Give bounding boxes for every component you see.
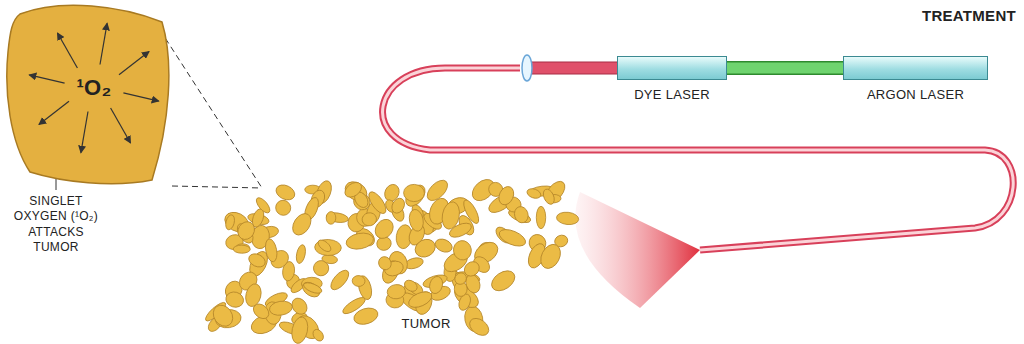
- tumor-cell: [402, 278, 419, 294]
- tumor-cell: [440, 200, 462, 230]
- radiating-arrow: [123, 93, 158, 101]
- tumor-cell: [412, 236, 438, 260]
- radiating-arrow: [119, 52, 149, 75]
- tumor-cell: [488, 267, 519, 295]
- radiating-arrow: [81, 112, 88, 153]
- callout-label: SINGLET OXYGEN (¹O₂) ATTACKS TUMOR: [6, 194, 106, 255]
- tumor-cell: [273, 197, 294, 218]
- tumor-cell: [526, 187, 542, 200]
- tumor-cell: [243, 282, 263, 308]
- tumor-cell: [326, 211, 336, 224]
- tumor-cell: [326, 211, 349, 224]
- tumor-cell: [345, 231, 375, 251]
- tumor-cell: [328, 267, 352, 292]
- argon-laser-box: ARGON LASER: [843, 56, 988, 80]
- dye-laser-box: DYE LASER: [617, 56, 727, 80]
- zoom-line: [160, 30, 262, 188]
- tumor-cell: [461, 198, 482, 226]
- optical-fiber: [383, 68, 1014, 250]
- cell-shape: [7, 5, 169, 183]
- tumor-cell: [247, 251, 268, 269]
- zoom-line: [172, 186, 262, 188]
- tumor-cell: [224, 214, 236, 231]
- tumor-cell: [264, 238, 279, 263]
- tumor-cells: [203, 175, 579, 344]
- optical-fiber-core: [383, 68, 1014, 250]
- section-title: TREATMENT: [880, 6, 1016, 25]
- tumor-cell: [556, 211, 579, 225]
- tumor-cell: [452, 270, 468, 286]
- tumor-cell: [541, 187, 556, 206]
- tumor-cell: [352, 305, 380, 327]
- tumor-cell: [536, 206, 545, 228]
- radiating-arrow: [39, 101, 69, 124]
- tumor-cell: [316, 238, 333, 254]
- tumor-cell: [376, 254, 394, 272]
- tumor-cell: [235, 219, 258, 243]
- molecule-label: ¹O₂: [76, 75, 111, 101]
- tumor-cell: [497, 226, 528, 249]
- tumor-cell: [361, 211, 378, 227]
- laser-label: ARGON LASER: [867, 87, 964, 102]
- laser-label: DYE LASER: [634, 87, 710, 102]
- tumor-cell: [233, 245, 250, 253]
- tumor-cell: [428, 275, 445, 295]
- lens: [522, 55, 532, 81]
- tumor-cell: [311, 327, 326, 342]
- red-beam: [530, 62, 620, 74]
- radiating-arrow: [29, 75, 64, 83]
- tumor-cell: [452, 239, 473, 261]
- tumor-cell: [366, 189, 389, 216]
- tumor-cell: [403, 184, 424, 202]
- tumor-cell: [290, 316, 310, 344]
- radiating-arrow: [100, 23, 107, 64]
- tumor-cell: [433, 237, 454, 255]
- beam-edge: [727, 61, 843, 75]
- light-cone: [575, 192, 700, 308]
- tumor-cell: [352, 275, 366, 287]
- tumor-cell: [224, 290, 245, 309]
- tumor-cell: [408, 208, 426, 232]
- tumor-cell: [387, 284, 407, 300]
- tumor-cell: [389, 196, 407, 215]
- tumor-cell: [302, 281, 323, 296]
- tumor-cell: [295, 244, 307, 264]
- tumor-cell-closeup: ¹O₂: [2, 2, 174, 186]
- tumor-cell: [300, 279, 322, 300]
- beam-core: [727, 63, 843, 74]
- tumor-cell: [406, 289, 434, 311]
- tumor-cell: [466, 315, 491, 339]
- tumor-cell: [268, 300, 293, 317]
- tumor-cell: [496, 184, 516, 207]
- tumor-cell: [254, 196, 272, 215]
- radiating-arrow: [58, 33, 78, 68]
- tumor-cell: [274, 182, 298, 203]
- radiating-arrow: [111, 108, 131, 143]
- tumor-cell: [537, 241, 564, 272]
- tumor-cell: [512, 205, 530, 225]
- tumor-cell: [289, 210, 315, 238]
- green-beam: [727, 68, 843, 69]
- tumor-label: TUMOR: [386, 316, 466, 333]
- tumor-cell: [342, 179, 364, 200]
